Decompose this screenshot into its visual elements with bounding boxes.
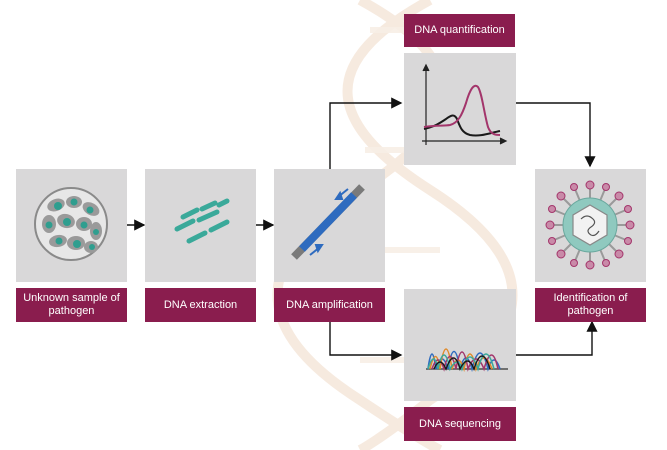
sample-label: Unknown sample of pathogen	[16, 288, 127, 322]
chromatogram-icon	[426, 348, 508, 373]
sample-panel	[16, 169, 127, 282]
sequencing-panel	[404, 289, 516, 401]
arrow-amplification-to-quantification	[329, 97, 403, 169]
amplification-label: DNA amplification	[274, 288, 385, 322]
arrow-sequencing-to-identification	[516, 320, 598, 356]
quantification-panel	[404, 53, 516, 165]
sequencing-label: DNA sequencing	[404, 407, 516, 441]
quantification-curve-magenta	[423, 84, 501, 136]
quantification-curve-black	[423, 114, 501, 137]
arrow-quantification-to-identification	[516, 102, 596, 168]
identification-label: Identification of pathogen	[535, 288, 646, 322]
arrow-amplification-to-sequencing	[329, 321, 403, 361]
cell-sample-icon	[34, 187, 108, 261]
fluorescence-curve-icon	[422, 63, 508, 145]
extraction-panel	[145, 169, 256, 282]
virus-icon	[545, 180, 635, 270]
quantification-label: DNA quantification	[404, 14, 515, 47]
extraction-label: DNA extraction	[145, 288, 256, 322]
pcr-tube-icon	[291, 184, 365, 260]
amplification-panel	[274, 169, 385, 282]
identification-panel	[535, 169, 646, 282]
dna-fragments-icon	[174, 198, 230, 244]
